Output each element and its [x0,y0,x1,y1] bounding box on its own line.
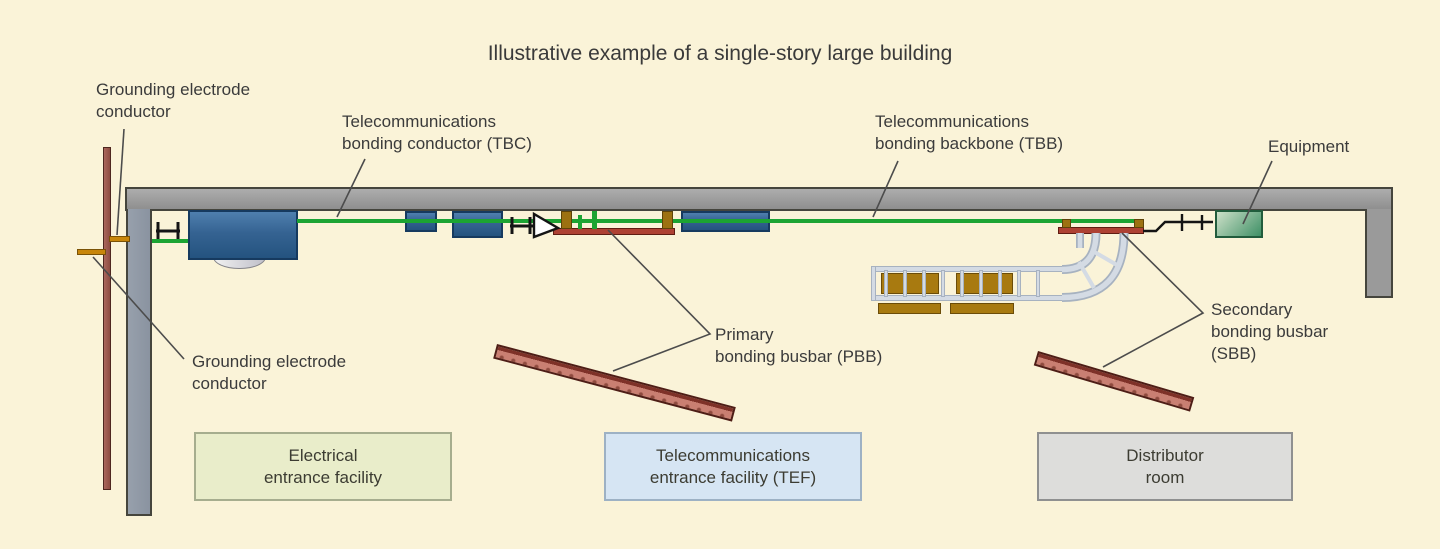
ladder-rung [941,270,945,297]
ground-bond-line [152,239,190,243]
ladder-rung [960,270,964,297]
building-left-wall [126,209,152,516]
sbb-standoff-right [1134,219,1144,228]
cable-bundle-row-2 [956,273,1013,294]
building-right-wall [1365,209,1393,298]
ladder-rung [998,270,1002,297]
label-tbc: Telecommunications bonding conductor (TB… [342,112,532,153]
equipment-bond-icon [1143,214,1213,233]
ladder-rung [884,270,888,297]
ladder-rung [922,270,926,297]
building-ceiling [125,187,1393,211]
label-equipment: Equipment [1268,137,1350,156]
cable-bundle-row-1 [881,273,939,294]
room-tef: Telecommunications entrance facility (TE… [604,432,862,501]
ladder-bend [1061,232,1129,302]
leader-grounding-top [116,128,125,236]
ladder-rail-top [873,266,1063,272]
sbb-standoff-left [1062,219,1071,228]
telecom-box-small-2 [452,211,503,238]
ladder-rung [1017,270,1021,297]
sbb-busbar [1058,227,1144,234]
grounding-electrode-rod [103,147,111,490]
pbb-busbar-enlarged [493,344,736,422]
sbb-busbar-enlarged [1033,351,1195,412]
pbb-standoff-left [561,211,572,229]
label-sbb: Secondary bonding busbar (SBB) [1211,300,1329,363]
equipment-box [1215,210,1263,238]
pbb-busbar [553,228,675,235]
label-grounding-electrode-top: Grounding electrode conductor [96,80,251,121]
leader-pbb [607,229,712,372]
cable-bundle-under-2 [950,303,1014,314]
leader-sbb [1102,232,1205,368]
ladder-rung [979,270,983,297]
ground-connector-lower [77,249,106,255]
ladder-rail-bottom [873,295,1063,301]
label-tbb: Telecommunications bonding backbone (TBB… [875,112,1064,153]
electrical-panel [188,210,298,260]
label-pbb: Primary bonding busbar (PBB) [715,325,883,366]
diagram-title: Illustrative example of a single-story l… [487,42,953,65]
pbb-green-drop-2 [592,211,597,229]
cable-bundle-under-1 [878,303,941,314]
pbb-standoff-right [662,211,673,229]
room-electrical: Electrical entrance facility [194,432,452,501]
pbb-green-drop-1 [578,215,582,229]
room-distributor: Distributor room [1037,432,1293,501]
ladder-rung [903,270,907,297]
ladder-rung [1036,270,1040,297]
telecom-bonding-backbone-line [297,219,1143,223]
ground-connector-upper [109,236,130,242]
ladder-end-cap [871,266,876,301]
bond-clamp-icon [156,222,180,239]
label-grounding-electrode-bottom: Grounding electrode conductor [192,352,347,393]
